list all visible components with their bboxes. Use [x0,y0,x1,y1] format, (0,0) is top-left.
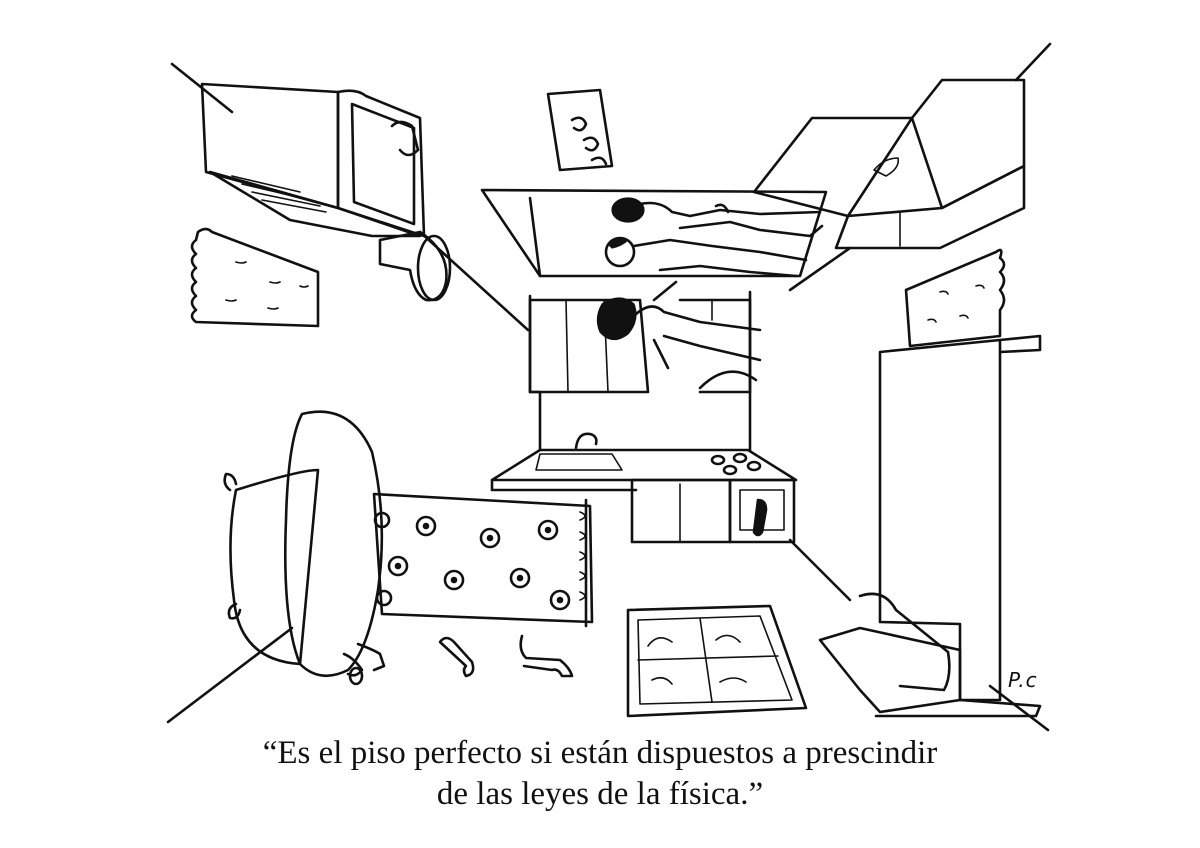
caption-line-2: de las leyes de la física.” [436,776,764,812]
floor-faucets [438,634,574,678]
upside-down-people [596,197,824,370]
inverted-lamp [378,230,452,302]
kitchen-counter [490,432,798,544]
ceiling-panel [480,188,828,278]
inverted-oven [200,82,426,238]
shower-curtain [372,492,594,628]
hanging-towel-right [904,248,1006,348]
hanging-towel-left [190,227,320,328]
wall-cabinets [528,298,758,394]
cartoon-caption: “Es el piso perfecto si están dispuestos… [0,733,1200,815]
coat-hooks [546,88,614,172]
tipped-fridge [818,334,1042,718]
floor-window [626,604,808,718]
caption-line-1: “Es el piso perfecto si están dispuestos… [262,735,938,771]
inverted-cabinet-right [752,78,1026,250]
clawfoot-bathtub [223,410,386,686]
artist-signature: P.c [1008,668,1038,692]
curtain-flowers [373,511,571,611]
